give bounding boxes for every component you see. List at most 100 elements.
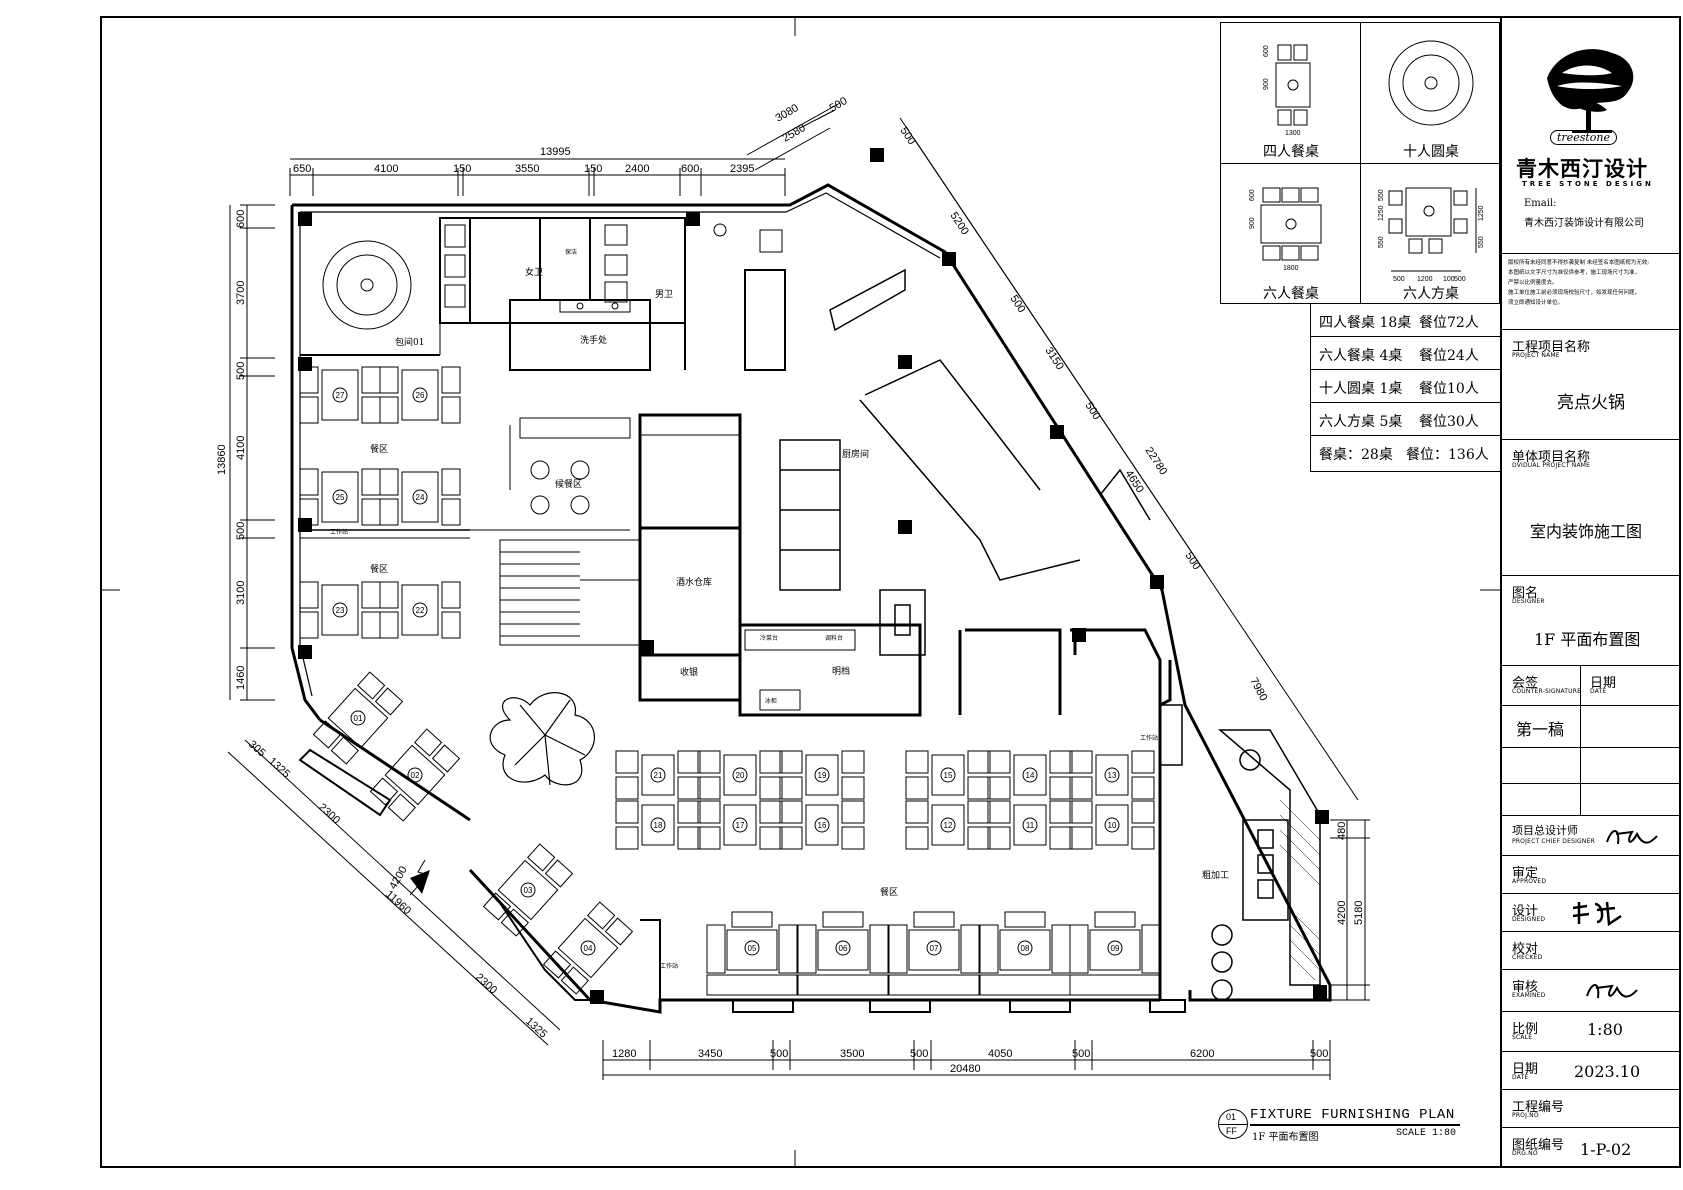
scale-label-en: SCALE: [1512, 1034, 1533, 1041]
seat-row-a: 十人圆桌 1桌: [1319, 381, 1403, 397]
legend-dim-sq-1: 1200: [1417, 276, 1433, 283]
sign-header: 会签 COUNTER-SIGNATURE 日期 DATE: [1502, 666, 1679, 706]
table-number: 16: [818, 821, 827, 830]
table-number: 24: [416, 493, 425, 502]
seat-row-b: 餐位24人: [1419, 348, 1479, 364]
chair: [330, 736, 359, 765]
chair: [615, 750, 639, 774]
chief-designer-cell: 项目总设计师 PROJECT CHIEF DESIGNER: [1502, 816, 1679, 856]
chair: [759, 776, 783, 800]
dim-top-7: 2395: [730, 163, 754, 175]
label-dining-2: 餐区: [370, 563, 388, 575]
four-table: [1095, 754, 1129, 796]
label-wash: 洗手处: [580, 334, 607, 346]
table-number: 01: [354, 714, 363, 723]
draft-label: 第一稿: [1516, 720, 1565, 739]
booth-back: [797, 974, 889, 996]
table-top: [497, 859, 559, 921]
legend-four-table: 四人餐桌: [1263, 144, 1319, 160]
table-number: 11: [1026, 821, 1035, 830]
sign-row-2: [1502, 748, 1679, 784]
dim-ll-4: 11960: [383, 888, 413, 917]
seat-row: 十人圆桌 1桌餐位10人: [1311, 370, 1500, 403]
table-number: 15: [944, 771, 953, 780]
label-dining-3: 餐区: [880, 886, 898, 898]
bench: [778, 924, 798, 974]
chair: [677, 750, 701, 774]
proj-no-cell: 工程编号 PROJ.NO: [1502, 1090, 1679, 1128]
design-label-en: DESIGNED: [1512, 916, 1546, 923]
checked-label-en: CHECKED: [1512, 954, 1543, 961]
chair: [779, 826, 803, 850]
legend-dim-sq-2: 1250: [1378, 205, 1385, 221]
bench: [888, 924, 908, 974]
chair: [482, 892, 512, 921]
label-workstation-2: 工作站: [660, 962, 678, 970]
seat-row-b: 餐位72人: [1419, 315, 1479, 331]
caption-num-bottom: FF: [1226, 1126, 1237, 1136]
legend-dim-sq-7: 500: [1454, 276, 1466, 283]
chair: [361, 498, 381, 526]
sign-row-1: 第一稿: [1502, 706, 1679, 748]
chair: [299, 366, 319, 394]
chair: [987, 750, 1011, 774]
dim-top-6: 600: [681, 163, 699, 175]
chair: [361, 366, 381, 394]
table-number-circle: [407, 767, 423, 783]
chair: [379, 366, 399, 394]
dim-ll-1: 1325: [266, 755, 292, 780]
chair: [1069, 800, 1093, 824]
signature-icon: [1586, 984, 1638, 999]
four-table: [723, 754, 757, 796]
chair: [1069, 776, 1093, 800]
chair: [299, 581, 319, 609]
sub-project-cell: 单体项目名称 DVIDUAL PROJECT NAME 室内装饰施工图: [1502, 440, 1679, 576]
chair: [299, 468, 319, 496]
table-number: 27: [336, 391, 345, 400]
six-square-table: [369, 728, 461, 822]
seat-row-b: 餐位10人: [1419, 381, 1479, 397]
chair: [361, 581, 381, 609]
chair: [967, 826, 991, 850]
booth-back: [888, 974, 980, 996]
dim-diag-2: 500: [828, 95, 850, 115]
chair: [441, 468, 461, 496]
dim-left-0: 600: [235, 210, 247, 228]
chair: [967, 750, 991, 774]
four-table: [641, 804, 675, 846]
email-label: Email:: [1524, 198, 1557, 209]
company-name: 青木西汀设计: [1516, 157, 1648, 181]
dim-left-2: 500: [235, 362, 247, 380]
scale-value: 1:80: [1587, 1020, 1623, 1039]
note-line: 施工单位施工前必须现场校验尺寸，如发现任何问题，: [1508, 290, 1641, 296]
drg-no: 1-P-02: [1580, 1140, 1632, 1159]
chair: [841, 826, 865, 850]
four-table: [723, 804, 757, 846]
table-number-circle: [1022, 817, 1038, 833]
table-number-circle: [1107, 940, 1123, 956]
label-workstation-3: 工作站: [330, 528, 348, 536]
label-ice: 冰柜: [765, 697, 777, 705]
chair: [697, 826, 721, 850]
note-line: 本图纸以文字尺寸为准仅供参考，施工现场尺寸为准，: [1508, 270, 1641, 276]
legend-dim-sq-8: 550: [1378, 189, 1385, 201]
table-number: 05: [748, 944, 757, 953]
dim-bottom-total: 20480: [950, 1063, 981, 1075]
four-table: [1013, 754, 1047, 796]
table-number: 03: [524, 886, 533, 895]
date2-label: 日期: [1512, 1062, 1539, 1077]
drawing-label: 图名: [1512, 586, 1539, 601]
chair: [759, 800, 783, 824]
dim-right-1: 4200: [1336, 901, 1348, 925]
dim-top-0: 650: [293, 163, 311, 175]
dim-bottom-3: 3500: [840, 1048, 864, 1060]
scale-label: 比例: [1512, 1022, 1539, 1037]
design-cell: 设计 DESIGNED: [1502, 894, 1679, 932]
table-number-circle: [332, 602, 348, 618]
proj-no-label: 工程编号: [1512, 1100, 1565, 1115]
table-number: 14: [1026, 771, 1035, 780]
bench: [960, 924, 980, 974]
booth-back: [706, 974, 798, 996]
chair: [527, 843, 556, 872]
seat-row-total: 餐桌：28桌餐位：136人: [1311, 436, 1500, 469]
